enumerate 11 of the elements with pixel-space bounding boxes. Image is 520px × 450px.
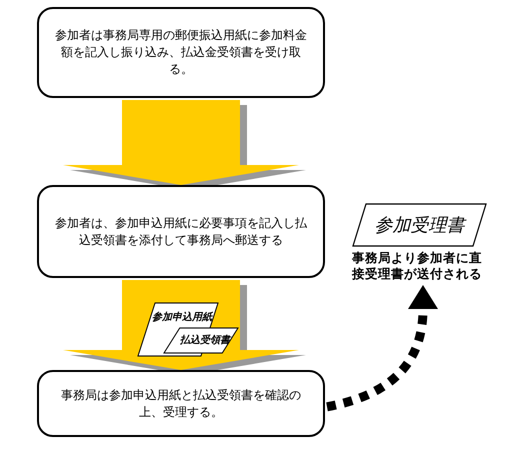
slip-parallelogram: 参加受理書: [352, 203, 487, 247]
note-text: 事務局より参加者に直接受理書が送付される: [352, 250, 483, 282]
step-text: 事務局は参加申込用紙と払込受領書を確認の上、受理する。: [60, 386, 302, 420]
process-box: [37, 7, 325, 98]
process-box: [37, 370, 325, 437]
document-card: 払込受領書: [163, 327, 239, 354]
step-text: 参加者は、参加申込用紙に必要事項を記入し払込受領書を添付して事務局へ郵送する: [55, 214, 307, 248]
dotted-arrow: [326, 285, 438, 412]
block-arrow: [63, 100, 299, 185]
process-box: [37, 185, 325, 278]
step-text: 参加者は事務局専用の郵便振込用紙に参加料金額を記入し振り込み、払込金受領書を受け取る。: [55, 27, 307, 78]
